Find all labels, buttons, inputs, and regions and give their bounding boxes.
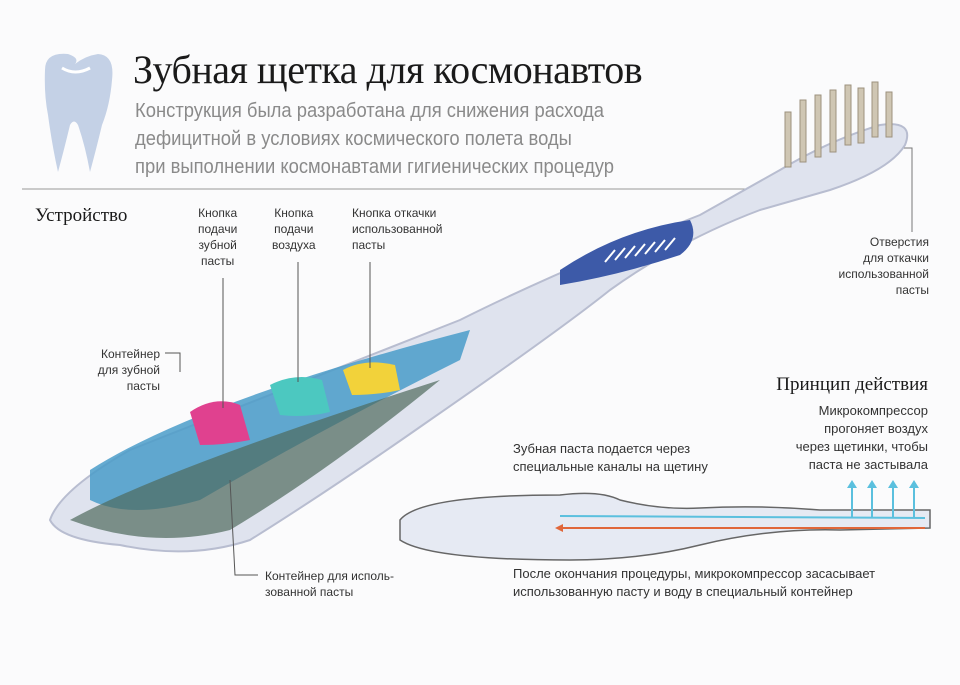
label-line: для зубной xyxy=(97,363,160,377)
label-line: Кнопка xyxy=(198,206,238,220)
text-line: специальные каналы на щетину xyxy=(513,459,708,474)
principle-diagram xyxy=(399,480,931,561)
label-line: Контейнер для исполь- xyxy=(265,569,395,583)
label-line: пасты xyxy=(126,379,160,393)
label-line: Отверстия xyxy=(869,235,929,249)
text-line: Зубная паста подается через xyxy=(513,441,691,456)
subtitle-line: при выполнении космонавтами гигиенически… xyxy=(135,156,615,178)
after-procedure-text: После окончания процедуры, микрокомпресс… xyxy=(513,565,875,601)
paste-container-label: Контейнер для зубной пасты xyxy=(98,346,160,394)
text-line: После окончания процедуры, микрокомпресс… xyxy=(513,566,876,581)
label-line: воздуха xyxy=(272,238,316,252)
tooth-icon xyxy=(44,53,113,172)
label-line: использованной xyxy=(352,222,443,236)
text-line: через щетинки, чтобы xyxy=(795,439,928,454)
label-line: подачи xyxy=(274,222,314,236)
text-line: прогоняет воздух xyxy=(824,421,928,436)
air-button-label: Кнопка подачи воздуха xyxy=(272,205,316,253)
text-line: использованную пасту и воду в специальны… xyxy=(513,584,853,599)
bristles xyxy=(784,81,893,168)
page-title: Зубная щетка для космонавтов xyxy=(133,47,643,92)
label-line: подачи xyxy=(198,222,238,236)
text-line: паста не застывала xyxy=(808,457,928,472)
compressor-text: Микрокомпрессор прогоняет воздух через щ… xyxy=(796,402,928,474)
suction-button xyxy=(343,362,400,395)
toothbrush-illustration xyxy=(48,81,909,553)
label-line: Кнопка откачки xyxy=(352,206,437,220)
label-line: Кнопка xyxy=(274,206,314,220)
subtitle-line: дефицитной в условиях космического полет… xyxy=(135,128,572,150)
paste-button-label: Кнопка подачи зубной пасты xyxy=(198,205,237,269)
holes-label: Отверстия для откачки использованной пас… xyxy=(839,234,929,298)
text-line: Микрокомпрессор xyxy=(818,403,928,418)
air-button xyxy=(270,376,330,416)
label-line: пасты xyxy=(200,254,235,268)
label-line: зубной xyxy=(198,238,237,252)
label-line: зованной пасты xyxy=(265,585,354,599)
label-line: для откачки xyxy=(863,251,929,265)
paste-button xyxy=(190,401,250,445)
device-heading: Устройство xyxy=(35,205,128,226)
subtitle-line: Конструкция была разработана для снижени… xyxy=(135,100,604,122)
label-line: использованной xyxy=(838,267,929,281)
suction-button-label: Кнопка откачки использованной пасты xyxy=(352,205,442,253)
label-line: Контейнер xyxy=(100,347,160,361)
label-line: пасты xyxy=(352,238,386,252)
paste-flow-text: Зубная паста подается через специальные … xyxy=(513,440,708,476)
label-line: пасты xyxy=(895,283,929,297)
used-container-label: Контейнер для исполь- зованной пасты xyxy=(265,568,394,600)
principle-heading: Принцип действия xyxy=(776,374,928,395)
